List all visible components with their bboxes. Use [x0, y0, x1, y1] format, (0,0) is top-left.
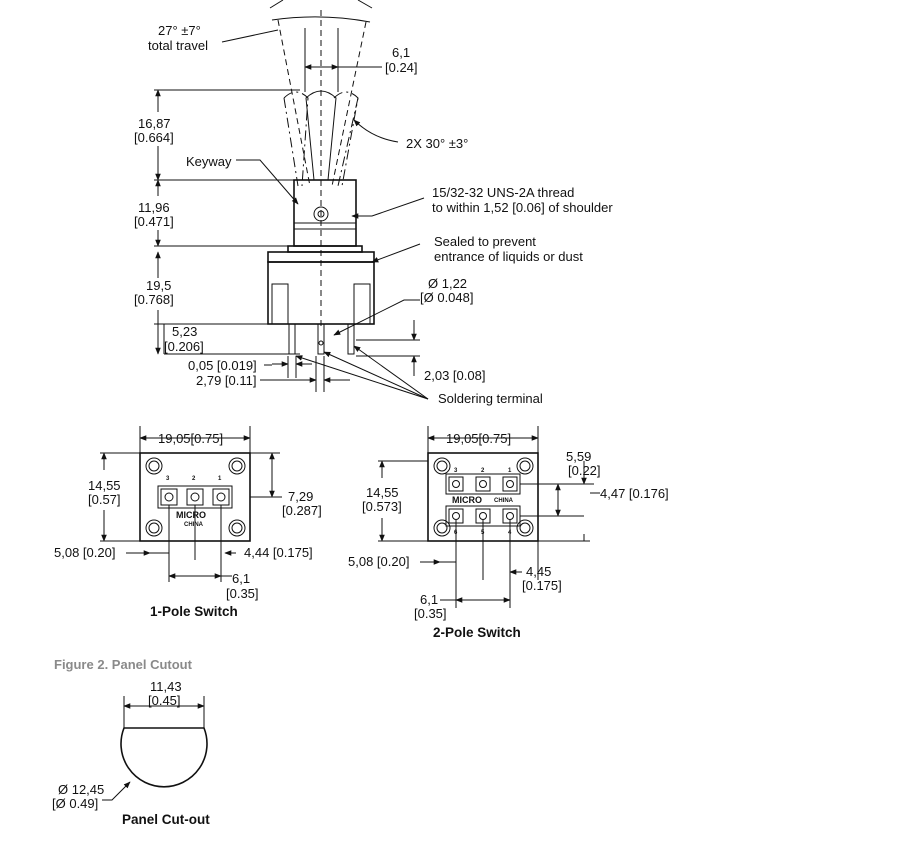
terminal-right	[347, 323, 355, 355]
lever-left-position	[283, 91, 309, 187]
pole1-origin: CHINA	[184, 522, 204, 528]
pole1-brand: MICRO	[176, 510, 206, 520]
terminal-left	[288, 323, 296, 355]
pole2-height-mm: 14,55	[366, 485, 399, 500]
body-left-clip	[271, 283, 289, 325]
travel-leader	[221, 29, 279, 43]
cutout-flat-in: [0.45]	[148, 693, 181, 708]
pole1-pitch-in: [0.35]	[226, 586, 259, 601]
pole2-right-mm: 4,45	[526, 564, 551, 579]
travel-total-label: total travel	[148, 38, 208, 53]
sealed-line1: Sealed to prevent	[434, 234, 536, 249]
lever-width-in: [0.24]	[385, 60, 418, 75]
pole2-width: 19,05[0.75]	[446, 431, 511, 446]
bushing-height-in: [0.471]	[134, 214, 174, 229]
one-pole-switch-view: 19,05[0.75] 3 2 1 MICRO CHINA 14,55 [0.5…	[54, 426, 322, 619]
pole1-pitch-mm: 6,1	[232, 571, 250, 586]
cutout-dia-in: [Ø 0.49]	[52, 796, 98, 811]
pole2-left-dim: 5,08 [0.20]	[348, 554, 409, 569]
body-right-clip	[353, 283, 371, 325]
pole1-height-in: [0.57]	[88, 492, 121, 507]
pole1-pin-3: 3	[166, 476, 170, 482]
pole1-pin-mm: 7,29	[288, 489, 313, 504]
toggle-switch-side-view: 27° ±7° total travel 6,1 [0.24] 2X 30° ±…	[134, 0, 613, 406]
threaded-bushing	[293, 179, 357, 247]
sealed-line2: entrance of liquids or dust	[434, 249, 583, 264]
terminal-length-in: [0.206]	[164, 339, 204, 354]
lever-height-in: [0.664]	[134, 130, 174, 145]
pole1-pin-1: 1	[218, 476, 222, 482]
pole1-left-dim: 5,08 [0.20]	[54, 545, 115, 560]
figure-title: Figure 2. Panel Cutout	[54, 657, 193, 672]
shoulder	[287, 245, 363, 253]
pole2-pin-2: 2	[481, 468, 485, 474]
terminal-dia-mm: Ø 1,22	[428, 276, 467, 291]
pole1-height-mm: 14,55	[88, 478, 121, 493]
lever-center	[305, 90, 337, 181]
keyway-label: Keyway	[186, 154, 232, 169]
soldering-terminal-label: Soldering terminal	[438, 391, 543, 406]
pole2-height-in: [0.573]	[362, 499, 402, 514]
lever-width-mm: 6,1	[392, 45, 410, 60]
pole1-pin-in: [0.287]	[282, 503, 322, 518]
pole2-pitch-in: [0.35]	[414, 606, 447, 621]
cutout-caption: Panel Cut-out	[122, 812, 210, 827]
lever-angle-label: 2X 30° ±3°	[406, 136, 468, 151]
body-height-mm: 19,5	[146, 278, 171, 293]
two-pole-switch-view: 19,05[0.75] 3 2 1 6 5 4 MICRO CHINA	[348, 426, 669, 640]
pole2-pitch-mm: 6,1	[420, 592, 438, 607]
thread-spec-line2: to within 1,52 [0.06] of shoulder	[432, 200, 613, 215]
body-height-in: [0.768]	[134, 292, 174, 307]
pole2-brand: MICRO	[452, 495, 482, 505]
lever-height-mm: 16,87	[138, 116, 171, 131]
cutout-d-shape	[120, 727, 208, 788]
pole2-row-dim: 4,47 [0.176]	[600, 486, 669, 501]
dim-005: 0,05 [0.019]	[188, 358, 257, 373]
terminal-dia-in: [Ø 0.048]	[420, 290, 473, 305]
pole1-pin-2: 2	[192, 476, 196, 482]
travel-arc	[271, 16, 371, 23]
dim-279: 2,79 [0.11]	[196, 373, 256, 388]
terminal-center	[317, 323, 325, 355]
pole2-top-in: [0.22]	[568, 463, 601, 478]
bushing-height-mm: 11,96	[138, 200, 170, 215]
pole2-origin: CHINA	[494, 498, 514, 504]
cutout-dia-mm: Ø 12,45	[58, 782, 104, 797]
dim-203: 2,03 [0.08]	[424, 368, 485, 383]
keyway-leader	[236, 159, 299, 205]
pole2-caption: 2-Pole Switch	[433, 625, 521, 640]
pole2-right-in: [0.175]	[522, 578, 562, 593]
pole2-pin-1: 1	[508, 468, 512, 474]
keyway-hole	[313, 206, 329, 222]
pole1-right-dim: 4,44 [0.175]	[244, 545, 313, 560]
pole1-width: 19,05[0.75]	[158, 431, 223, 446]
lever-right-position	[333, 91, 359, 187]
thread-spec-line1: 15/32-32 UNS-2A thread	[432, 185, 574, 200]
travel-total-value: 27° ±7°	[158, 23, 201, 38]
pole1-caption: 1-Pole Switch	[150, 604, 238, 619]
pole2-pin-3: 3	[454, 468, 458, 474]
terminal-length-mm: 5,23	[172, 324, 197, 339]
panel-cutout-view: Figure 2. Panel Cutout 11,43 [0.45] Ø 12…	[52, 657, 210, 827]
pole2-top-mm: 5,59	[566, 449, 591, 464]
cutout-flat-mm: 11,43	[150, 679, 182, 694]
